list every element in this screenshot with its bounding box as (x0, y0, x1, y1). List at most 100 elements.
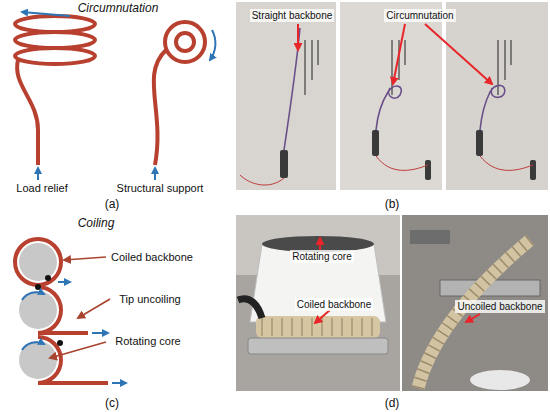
motion-arrow (92, 332, 108, 334)
photo-background (236, 215, 400, 391)
photo-strip (340, 2, 442, 190)
motion-arrow (22, 292, 44, 300)
photo-mounts (476, 130, 483, 156)
rotating-core-photo (248, 338, 388, 354)
coil-sketch (38, 287, 88, 333)
callout-label: Uncoiled backbone (455, 300, 544, 313)
photo-rig (305, 40, 511, 95)
helix-sketch (15, 16, 95, 165)
helix-sketch (17, 60, 38, 165)
leader-arrow (78, 299, 110, 318)
photo-rig (405, 40, 406, 65)
callout-arrow (393, 24, 405, 84)
callout-label: Rotating core (115, 335, 180, 348)
photo-rig (305, 40, 306, 95)
support-arrow (154, 168, 156, 180)
caption-label: Structural support (117, 182, 204, 195)
rotating-core-photo (238, 299, 262, 318)
uncoiled-backbone-photo (470, 370, 530, 390)
photo-strip (236, 2, 336, 190)
leader-arrow (64, 257, 106, 260)
rotating-core-photo (311, 318, 312, 336)
rotating-core-photo (301, 318, 302, 336)
leader-arrow (50, 257, 110, 358)
photo-mounts (372, 130, 379, 156)
photo-rig (498, 40, 499, 95)
coil-sketch (15, 239, 61, 285)
callout-arrow (298, 24, 492, 84)
photo-rig (312, 40, 313, 80)
callout-label: Coiled backbone (295, 298, 374, 311)
panel-letter: (a) (105, 198, 120, 211)
panel-letter: (d) (385, 397, 400, 410)
rotating-core-photo (271, 318, 272, 336)
caption-label: Load relief (16, 182, 67, 195)
rotation-arrow (210, 30, 215, 60)
helix-sketch (15, 48, 95, 64)
rotating-core-photo (250, 244, 386, 322)
photo-wires (240, 175, 284, 185)
coil-sketch (35, 284, 41, 290)
callout-arrow (319, 238, 321, 250)
loop-sketch (176, 33, 194, 51)
coil-sketch (15, 239, 108, 383)
coil-sketch (19, 291, 57, 329)
helix-sketch (15, 16, 95, 32)
rotating-core-photo (331, 318, 332, 336)
photo-wires (376, 156, 428, 170)
photo-rig (505, 40, 506, 80)
rotating-core-photo (261, 318, 262, 336)
photo-strip (446, 2, 548, 190)
callout-label: Coiled backbone (111, 251, 193, 264)
rotating-core-photo (361, 318, 362, 336)
uncoiled-backbone-photo (418, 240, 530, 388)
callout-arrow (425, 24, 492, 84)
photo-mounts (280, 150, 288, 178)
photo-wires (480, 156, 533, 170)
photo-strip (236, 2, 548, 190)
panel-letter: (b) (385, 198, 400, 211)
motion-arrow (22, 282, 126, 383)
motion-arrow (58, 281, 70, 283)
motion-arrow (112, 382, 126, 384)
photo-mounts (530, 160, 536, 180)
callout-label: Circumnutation (384, 9, 455, 22)
photo-rig (318, 40, 319, 65)
helix-sketch (15, 32, 95, 48)
panel-heading: Circumnutation (78, 2, 159, 15)
coil-sketch (19, 243, 57, 281)
backbone (376, 86, 401, 130)
photo-wires (240, 156, 533, 185)
rotating-core-photo (371, 318, 372, 336)
callout-arrow (466, 314, 480, 322)
coil-sketch (45, 275, 51, 281)
photo-mounts (280, 130, 536, 180)
loop-sketch (154, 22, 205, 165)
photo-background (402, 215, 548, 391)
callout-label: Tip uncoiling (119, 293, 180, 306)
load-arrow (37, 168, 39, 180)
loop-sketch (154, 50, 166, 165)
backbone (480, 85, 505, 130)
coil-sketch (38, 337, 108, 383)
rotating-core-photo (341, 318, 342, 336)
coil-sketch (57, 340, 63, 346)
uncoiled-backbone-photo (410, 230, 450, 244)
panel-heading: Coiling (78, 217, 115, 230)
uncoiled-backbone-photo (418, 240, 530, 388)
rotating-core-photo (238, 236, 388, 354)
callout-arrow (315, 310, 330, 323)
coil-sketch (19, 341, 57, 379)
leader-arrow (50, 342, 106, 358)
callout-label: Straight backbone (250, 9, 335, 22)
rotating-core-photo (291, 318, 292, 336)
callout-label: Rotating core (290, 250, 353, 263)
motion-arrow (22, 12, 70, 16)
callout-arrow (297, 24, 299, 50)
photo-rig (511, 40, 512, 65)
rotating-core-photo (321, 318, 322, 336)
panel-letter: (c) (105, 397, 119, 410)
backbone (284, 28, 505, 150)
